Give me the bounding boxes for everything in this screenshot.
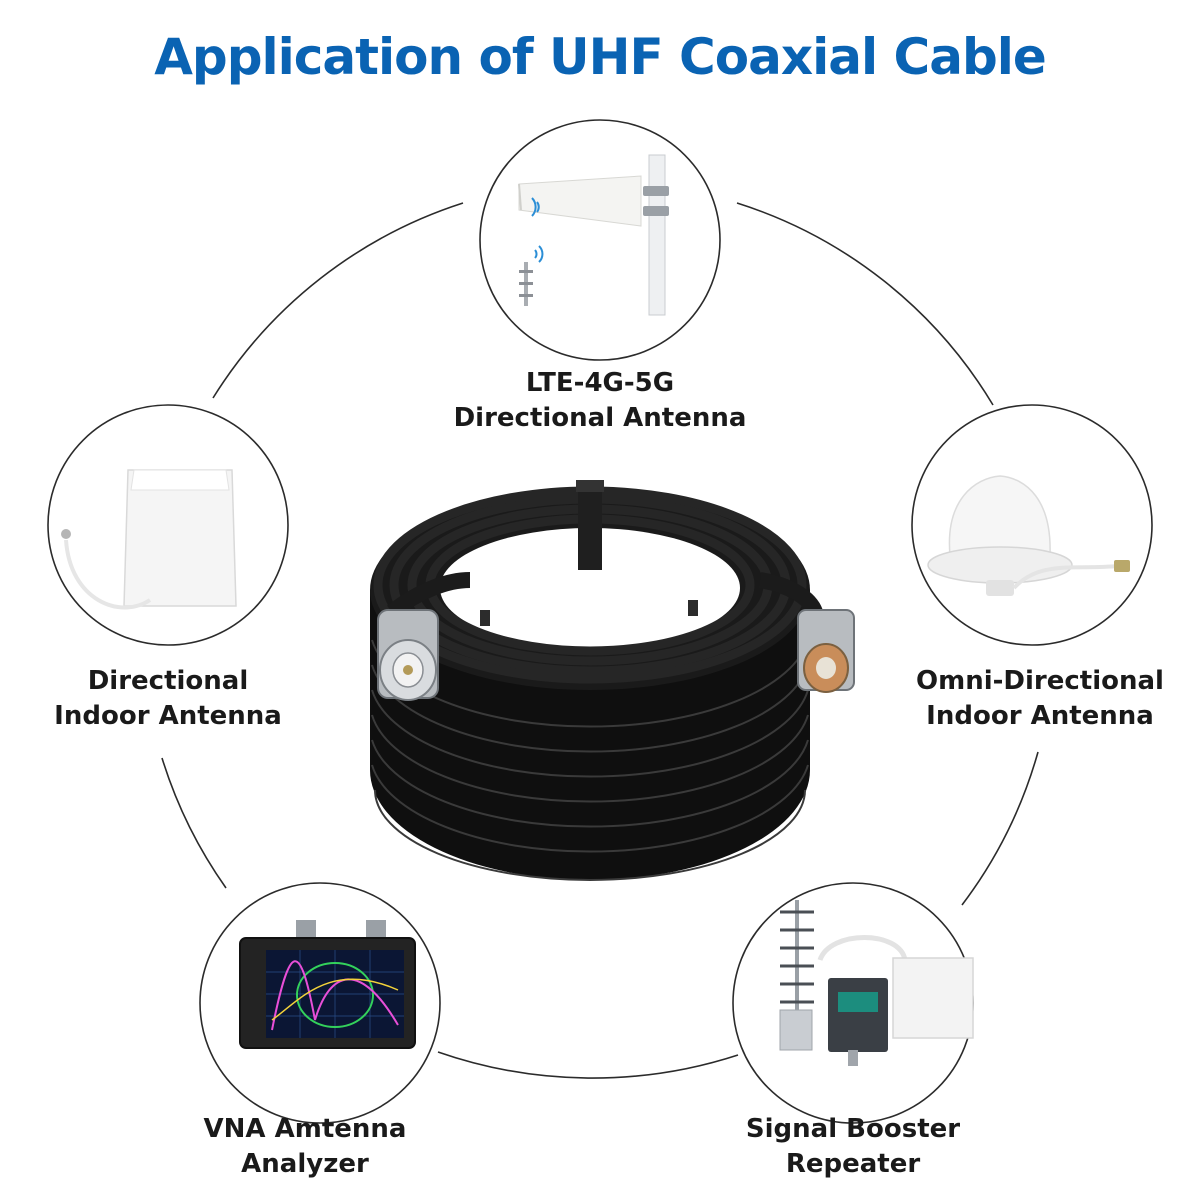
label-line-1: VNA Amtenna	[203, 1114, 407, 1144]
yagi-log-periodic-antenna-icon	[518, 154, 669, 316]
connector-ring	[161, 202, 1039, 1079]
signal-booster-icon	[779, 900, 974, 1066]
coaxial-cable-coil-icon	[370, 480, 855, 881]
label-omni-directional-indoor-antenna: Omni-Directional Indoor Antenna	[895, 664, 1185, 734]
label-line-1: Directional	[87, 666, 249, 696]
label-line-2: Indoor Antenna	[54, 701, 282, 731]
vna-analyzer-icon	[239, 920, 416, 1049]
label-signal-booster-repeater: Signal Booster Repeater	[713, 1112, 993, 1182]
label-line-2: Repeater	[785, 1149, 921, 1179]
label-vna-antenna-analyzer: VNA Amtenna Analyzer	[165, 1112, 445, 1182]
label-line-1: LTE-4G-5G	[525, 368, 675, 398]
label-line-1: Omni-Directional	[916, 666, 1164, 696]
ceiling-dome-antenna-icon	[927, 475, 1130, 596]
label-line-2: Indoor Antenna	[926, 701, 1154, 731]
label-line-1: Signal Booster	[745, 1114, 961, 1144]
label-lte-directional-antenna: LTE-4G-5G Directional Antenna	[400, 366, 800, 436]
label-line-2: Directional Antenna	[453, 403, 747, 433]
label-directional-indoor-antenna: Directional Indoor Antenna	[18, 664, 318, 734]
label-line-2: Analyzer	[241, 1149, 369, 1179]
panel-antenna-icon	[61, 469, 237, 610]
page-title: Application of UHF Coaxial Cable	[154, 28, 1047, 86]
